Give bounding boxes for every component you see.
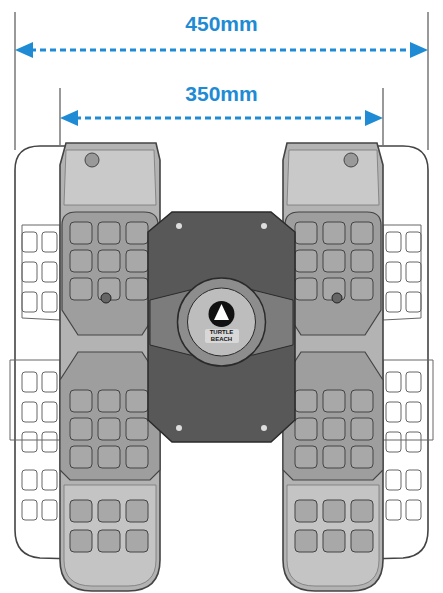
dimension-label: 450mm	[182, 12, 260, 36]
logo-text: TURTLE BEACH	[205, 329, 239, 343]
dimension-label: 350mm	[182, 82, 260, 106]
